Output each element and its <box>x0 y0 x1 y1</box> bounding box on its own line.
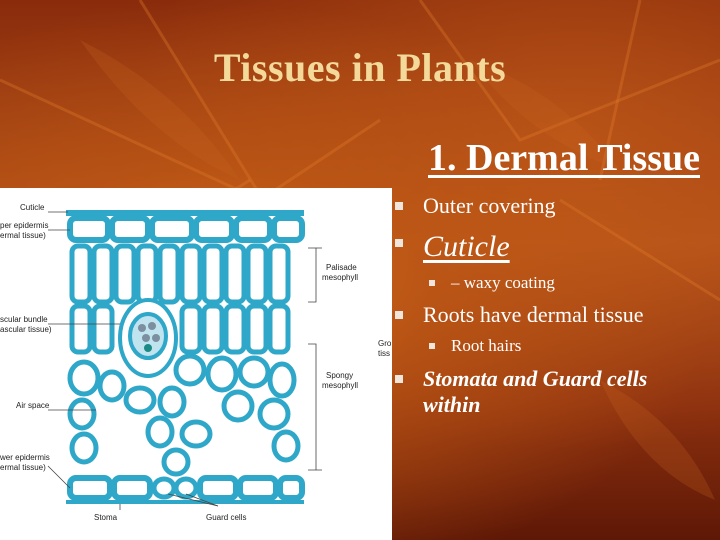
bullet-text: Roots have dermal tissue <box>423 302 644 328</box>
guard-cells <box>154 479 196 497</box>
bullet-text: Cuticle <box>423 230 510 264</box>
bullet-text: – waxy coating <box>451 273 555 293</box>
leaf-cross-section-diagram: Cuticle per epidermis ermal tissue) scul… <box>0 188 392 540</box>
bullet-stomata: Stomata and Guard cells within <box>395 366 695 418</box>
label-upper-epidermis: per epidermis <box>0 221 48 230</box>
bullet-cuticle: Cuticle <box>395 230 510 264</box>
spongy-mesophyll-cells <box>70 356 298 474</box>
label-vascular-bundle: scular bundle <box>0 315 48 324</box>
bullet-marker <box>429 280 435 286</box>
bullet-marker <box>395 375 403 383</box>
bullet-text: Outer covering <box>423 193 556 219</box>
bullet-marker <box>395 239 403 247</box>
palisade-mesophyll-cells <box>72 246 288 352</box>
label-palisade: Palisade <box>326 263 357 272</box>
label-ground-tissue: Gro <box>378 339 392 348</box>
label-lower-epidermis: wer epidermis <box>0 453 50 462</box>
label-palisade-mesophyll: mesophyll <box>322 273 358 282</box>
bullet-roots: Roots have dermal tissue <box>395 302 644 328</box>
label-air-space: Air space <box>16 401 50 410</box>
bullet-outer-covering: Outer covering <box>395 193 556 219</box>
label-cuticle: Cuticle <box>20 203 45 212</box>
label-spongy-mesophyll: mesophyll <box>322 381 358 390</box>
label-spongy: Spongy <box>326 371 353 380</box>
label-ground-tissue-note: tiss <box>378 349 390 358</box>
bullet-marker <box>395 202 403 210</box>
bullet-text: Root hairs <box>451 336 521 356</box>
bullet-text: Stomata and Guard cells within <box>423 366 695 418</box>
vascular-bundle <box>120 300 176 376</box>
upper-epidermis-cells <box>70 218 302 240</box>
label-upper-epidermis-note: ermal tissue) <box>0 231 46 240</box>
label-vascular-bundle-note: ascular tissue) <box>0 325 52 334</box>
label-guard-cells: Guard cells <box>206 513 246 522</box>
bullet-waxy-coating: – waxy coating <box>429 273 555 293</box>
lower-cuticle <box>66 500 304 504</box>
label-lower-epidermis-note: ermal tissue) <box>0 463 46 472</box>
bullet-marker <box>429 343 435 349</box>
bullet-root-hairs: Root hairs <box>429 336 521 356</box>
label-stoma: Stoma <box>94 513 118 522</box>
slide-title: Tissues in Plants <box>0 44 720 91</box>
bullet-marker <box>395 311 403 319</box>
slide-subtitle: 1. Dermal Tissue <box>428 136 700 180</box>
